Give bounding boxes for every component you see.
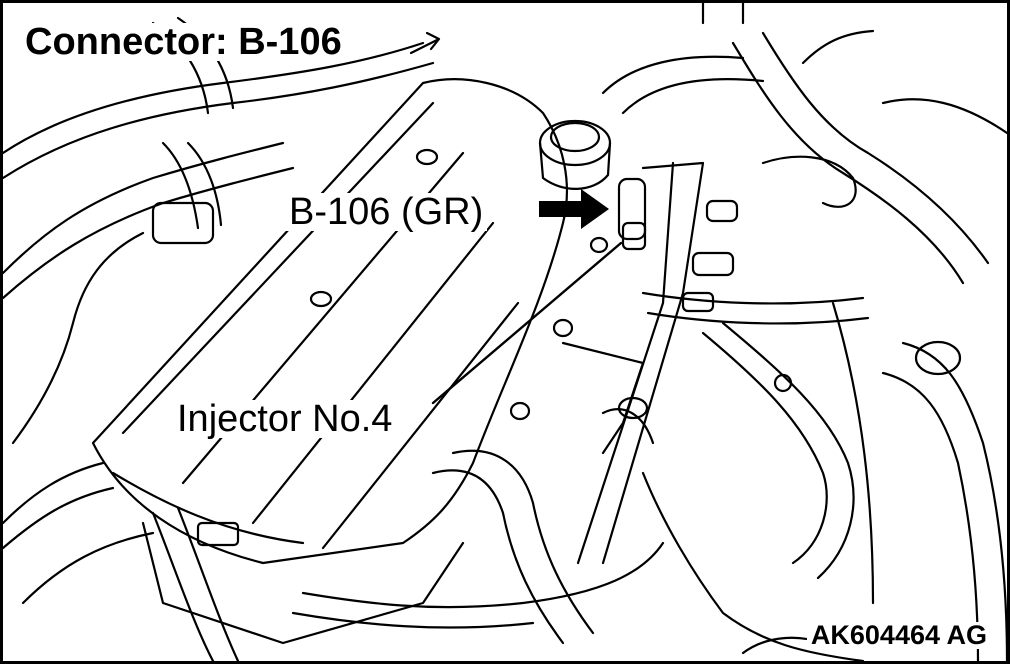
connector-arrow <box>539 189 609 229</box>
connector-label: B-106 (GR) <box>285 193 488 231</box>
figure-code: AK604464 AG <box>806 622 991 649</box>
fuel-rail <box>509 161 739 565</box>
engine-bay-line-drawing <box>3 3 1007 661</box>
lower-hoses <box>151 449 865 661</box>
diagram-title: Connector: B-106 <box>21 23 346 61</box>
engine-cover <box>91 78 569 645</box>
title-arrow <box>409 31 441 55</box>
oil-filler-cap <box>538 119 612 190</box>
left-hoses <box>3 16 435 605</box>
injector-label: Injector No.4 <box>173 400 397 438</box>
injector-leader-line <box>431 241 623 405</box>
right-hoses <box>601 3 1007 661</box>
